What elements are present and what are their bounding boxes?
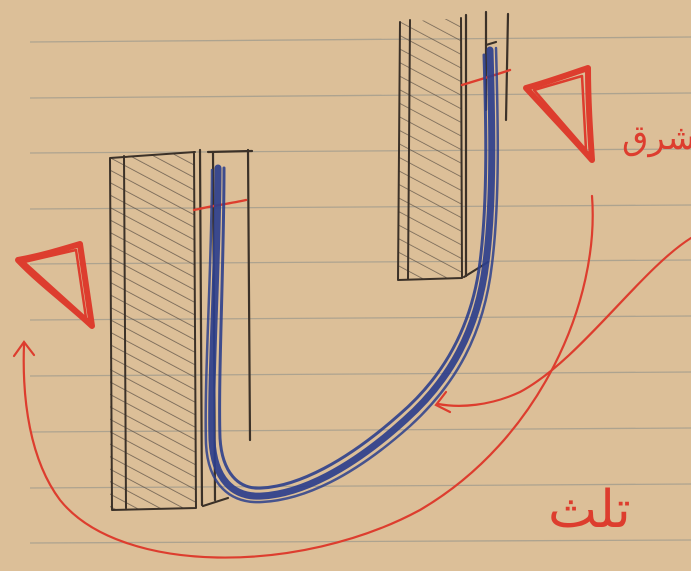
arrow-head xyxy=(12,340,36,358)
annotation-label-top: شرق xyxy=(622,118,691,158)
ruled-line xyxy=(29,539,691,544)
left-hatched-wall xyxy=(109,151,197,511)
right-hatched-wall xyxy=(397,17,463,281)
triangle-marker-right xyxy=(523,65,595,163)
triangle-marker-left xyxy=(15,241,95,329)
annotation-label-bottom: تلث xyxy=(548,480,631,540)
u-tube-fluid xyxy=(204,46,500,504)
red-arrows xyxy=(12,194,691,559)
arrow-to-left-marker xyxy=(22,194,594,559)
arrow-head xyxy=(434,390,452,414)
arrow-to-tube xyxy=(436,236,691,407)
ruled-line xyxy=(29,92,691,99)
ruled-line xyxy=(29,36,691,43)
